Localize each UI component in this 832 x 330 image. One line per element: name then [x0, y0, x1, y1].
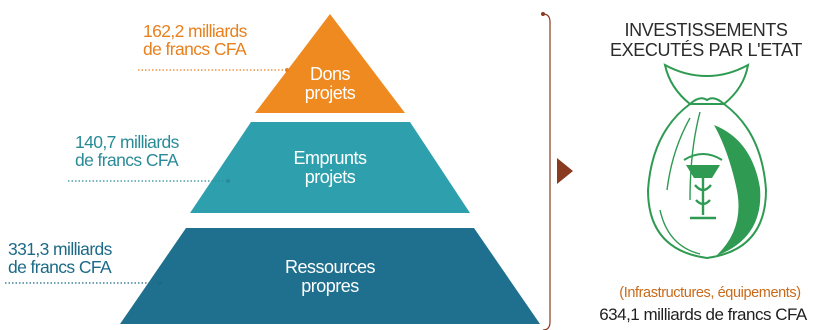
leader-emprunts-dot: [226, 179, 230, 183]
tier-dons-name: Dons projets: [280, 65, 380, 103]
tier-emprunts-line1: Emprunts: [293, 148, 367, 168]
leader-ressources-dot: [158, 281, 162, 285]
label-ressources-line1: 331,3 milliards: [8, 239, 112, 259]
money-bag-icon: [646, 63, 768, 260]
result-title: INVESTISSEMENTS EXECUTÉS PAR L'ETAT: [588, 20, 824, 60]
label-dons-line2: de francs CFA: [143, 39, 247, 60]
tier-ressources-line2: propres: [301, 275, 359, 296]
tier-dons-shape: [255, 14, 405, 113]
label-ressources-line2: de francs CFA: [8, 257, 112, 278]
result-subtitle: (Infrastructures, équipements): [619, 285, 801, 301]
label-ressources-value: 331,3 milliards de francs CFA: [8, 240, 112, 277]
bracket-dot: [541, 12, 545, 16]
label-dons-line1: 162,2 milliards: [143, 21, 247, 41]
tier-dons-line1: Dons: [309, 64, 351, 84]
tier-emprunts-line2: projets: [304, 166, 356, 187]
label-dons-value: 162,2 milliards de francs CFA: [143, 22, 247, 59]
tier-ressources-line1: Ressources: [284, 257, 376, 277]
tier-emprunts-shape: [190, 122, 470, 213]
tier-ressources-name: Ressources propres: [255, 258, 405, 296]
label-emprunts-line2: de francs CFA: [75, 150, 179, 171]
tier-dons-line2: projets: [304, 82, 356, 103]
tier-emprunts-name: Emprunts projets: [270, 149, 390, 187]
leader-dons-dot: [285, 68, 289, 72]
arrow-right-icon: [557, 158, 573, 184]
result-title-line2: EXECUTÉS PAR L'ETAT: [610, 40, 802, 61]
bracket: [542, 13, 551, 330]
tier-ressources-shape: [120, 228, 540, 324]
result-title-line1: INVESTISSEMENTS: [624, 20, 788, 40]
label-emprunts-line1: 140,7 milliards: [75, 132, 179, 152]
result-total: 634,1 milliards de francs CFA: [599, 305, 807, 324]
label-emprunts-value: 140,7 milliards de francs CFA: [75, 133, 179, 170]
